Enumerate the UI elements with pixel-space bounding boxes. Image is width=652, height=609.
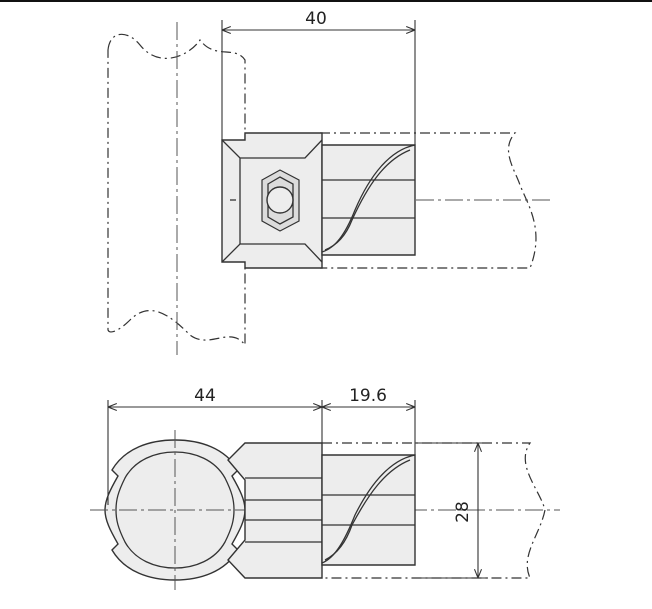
phantom-vertical-pipe bbox=[107, 33, 246, 347]
hex-bolt-hole bbox=[266, 186, 294, 214]
dimension-bottom-right-width: 19.6 bbox=[349, 386, 387, 406]
top-view: 40 bbox=[107, 9, 550, 355]
bottom-insert bbox=[321, 454, 416, 566]
dimension-top-width: 40 bbox=[305, 9, 327, 29]
dimension-height: 28 bbox=[453, 501, 473, 523]
phantom-horizontal-pipe bbox=[320, 132, 537, 269]
dimension-bottom-left-width: 44 bbox=[194, 386, 216, 406]
top-border-line bbox=[0, 0, 652, 2]
bottom-view: 44 19.6 28 bbox=[90, 386, 560, 590]
slotted-insert bbox=[321, 144, 416, 256]
